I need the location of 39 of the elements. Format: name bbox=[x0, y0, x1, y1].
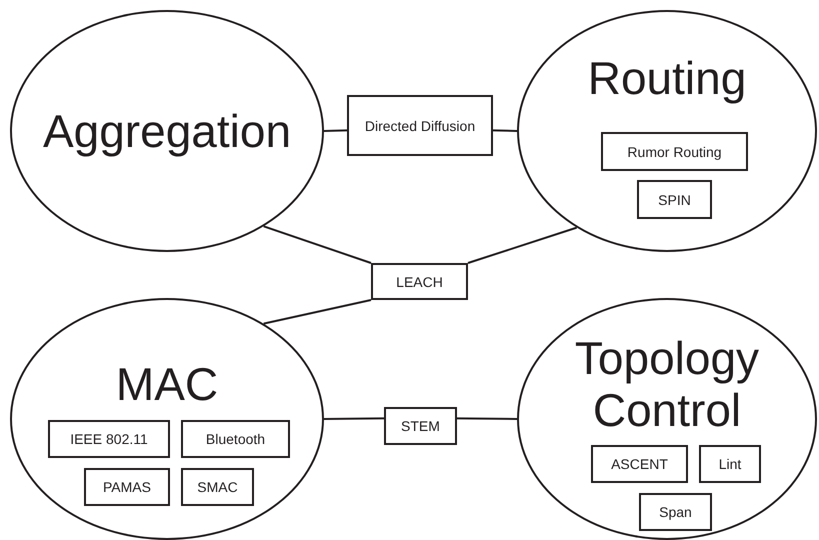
protocol-label: ASCENT bbox=[611, 455, 668, 473]
protocol-box bbox=[181, 468, 254, 506]
category-ellipse bbox=[517, 10, 817, 252]
connector-line bbox=[324, 129, 348, 132]
protocol-label: Bluetooth bbox=[206, 430, 266, 448]
protocol-label: Lint bbox=[718, 455, 742, 473]
protocol-label: PAMAS bbox=[103, 478, 151, 496]
protocol-label: LEACH bbox=[396, 272, 443, 290]
protocol-box bbox=[371, 263, 468, 300]
protocol-box bbox=[181, 420, 290, 458]
category-label: Aggregation bbox=[42, 105, 292, 157]
protocol-label: Rumor Routing bbox=[627, 142, 722, 160]
protocol-box bbox=[591, 445, 688, 483]
protocol-label: SPIN bbox=[658, 190, 691, 208]
protocol-box bbox=[384, 407, 457, 445]
category-ellipse bbox=[10, 10, 324, 252]
protocol-box bbox=[84, 468, 170, 506]
protocol-box bbox=[601, 132, 748, 171]
protocol-box bbox=[637, 180, 712, 219]
category-ellipse bbox=[10, 298, 324, 540]
category-label: Routing bbox=[586, 52, 748, 104]
protocol-label: SMAC bbox=[197, 478, 238, 496]
protocol-box bbox=[48, 420, 170, 458]
connector-line bbox=[263, 225, 372, 264]
connector-line bbox=[492, 129, 518, 132]
category-ellipse bbox=[517, 298, 817, 540]
protocol-label: Directed Diffusion bbox=[364, 116, 476, 134]
connector-line bbox=[263, 299, 372, 325]
protocol-box bbox=[699, 445, 761, 483]
category-label: Topology Control bbox=[574, 332, 760, 436]
connector-line bbox=[468, 226, 578, 264]
protocol-box bbox=[347, 95, 493, 156]
protocol-label: IEEE 802.11 bbox=[70, 430, 148, 448]
connector-line bbox=[456, 417, 518, 420]
category-label: MAC bbox=[114, 358, 220, 410]
protocol-label: STEM bbox=[401, 417, 440, 435]
connector-line bbox=[324, 417, 384, 420]
protocol-label: Span bbox=[659, 503, 692, 521]
protocol-box bbox=[639, 493, 712, 531]
